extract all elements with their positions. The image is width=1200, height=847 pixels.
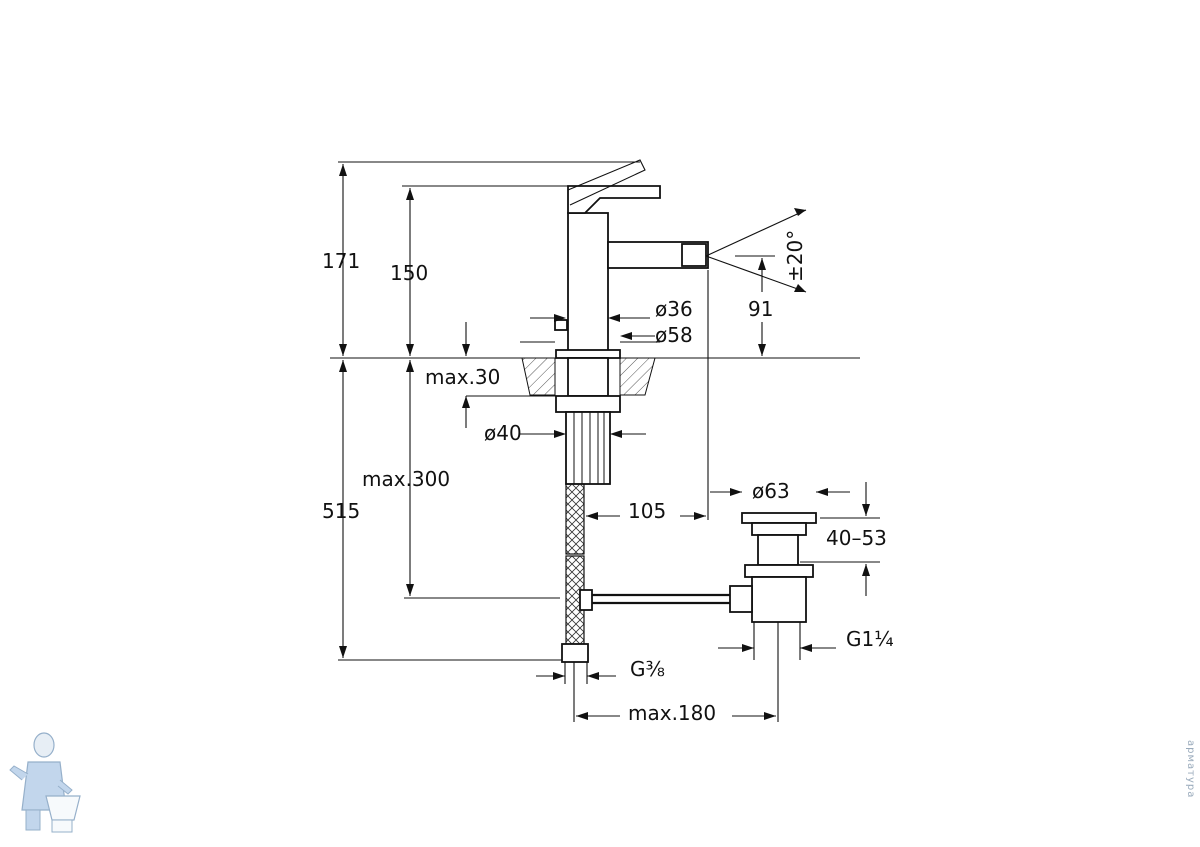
label-spray-angle: ±20° bbox=[783, 230, 807, 282]
label-d36: ø36 bbox=[655, 297, 693, 321]
label-91: 91 bbox=[748, 297, 773, 321]
plumber-mascot-icon bbox=[9, 732, 81, 833]
label-g1-1-4: G1¼ bbox=[846, 627, 894, 651]
label-150: 150 bbox=[390, 261, 428, 285]
label-g3-8: G⅜ bbox=[630, 657, 665, 681]
vertical-watermark: арматура bbox=[1185, 740, 1196, 799]
label-max30: max.30 bbox=[425, 365, 500, 389]
label-max300: max.300 bbox=[362, 467, 450, 491]
deck-section bbox=[520, 341, 660, 396]
label-max180: max.180 bbox=[628, 701, 716, 725]
label-40-53: 40–53 bbox=[826, 526, 887, 550]
label-515: 515 bbox=[322, 499, 360, 523]
waste-assembly bbox=[729, 512, 817, 623]
dimension-labels: 171 150 ±20° 91 ø36 ø58 max.30 ø40 max.3… bbox=[322, 230, 894, 725]
underdeck-assembly bbox=[555, 357, 735, 663]
label-105: 105 bbox=[628, 499, 666, 523]
label-d40: ø40 bbox=[484, 421, 522, 445]
label-d63: ø63 bbox=[752, 479, 790, 503]
label-171: 171 bbox=[322, 249, 360, 273]
label-d58: ø58 bbox=[655, 323, 693, 347]
dimension-arrows bbox=[339, 164, 870, 720]
mixer-body bbox=[554, 159, 709, 359]
